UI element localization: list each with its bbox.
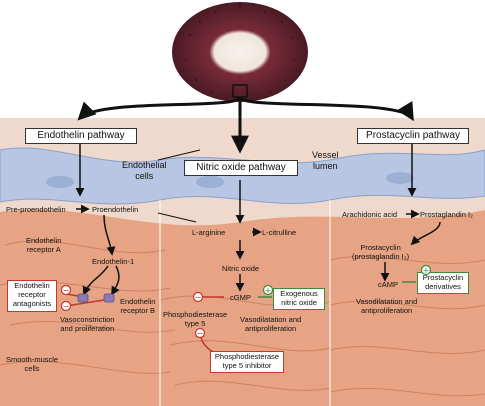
endothelin-receptor-b-label: Endothelin receptor B [120,297,156,315]
l-arginine-label: L-arginine [192,228,226,237]
prostacyclin-pathway-title: Prostacyclin pathway [357,128,469,144]
endothelial-cells-label: Endothelial cells [122,160,167,181]
arrow-et1-to-receptor-b [111,265,120,296]
proendothelin-label: Proendothelin [92,205,139,214]
exogenous-nitric-oxide-box: Exogenous nitric oxide [273,288,325,310]
arrow-et1-to-receptor-a [82,265,109,296]
pre-proendothelin-label: Pre-proendothelin [6,205,66,214]
vessel-cross-section [172,2,308,102]
pde5-label: Phosphodiesterase type 5 [163,310,228,328]
inhibit-line-antagonist-b [65,299,105,307]
camp-label: cAMP [378,280,399,289]
nitric-oxide-label: Nitric oxide [222,264,260,273]
pointer-endothelial-cells [157,212,197,223]
endothelin-receptor-a-label: Endothelin receptor A [26,236,62,254]
smooth-muscle-layer [0,209,485,406]
receptor-a-shape [77,293,89,303]
vasodilatation-pc-label: Vasodilatation and antiproliferation [356,297,418,315]
smooth-muscle-cell-outlines [0,240,485,397]
vasoconstriction-label: Vasoconstriction and proliferation [60,315,115,333]
smooth-muscle-cells-label: Smooth-muscle cells [6,355,59,373]
arachidonic-acid-label: Arachidonic acid [342,210,398,219]
branch-arrow-prostacyclin [238,95,414,122]
branch-arrow-endothelin [77,95,242,121]
l-citrulline-label: L-citrulline [262,228,297,237]
endothelial-nucleus [46,176,74,188]
receptor-b-shape [103,293,115,303]
cgmp-label: cGMP [230,293,251,302]
arrow-to-prostacyclin [410,221,441,246]
nitric-oxide-pathway-title: Nitric oxide pathway [184,160,298,176]
endothelial-nucleus [196,176,224,188]
endothelial-nucleus [386,172,414,184]
prostacyclin-derivatives-box: Prostacyclin derivatives [417,272,469,294]
vasodilatation-no-label: Vasodilatation and antiproliferation [240,315,302,333]
pointer-endothelial-cells-top [157,149,201,161]
endothelin-pathway-title: Endothelin pathway [25,128,137,144]
pde5-inhibitor-box: Phosphodiesterase type 5 inhibitor [210,351,284,373]
vessel-wall-texture [184,4,296,100]
prostaglandin-label: Prostaglandin I₂ [420,210,473,219]
endothelin-1-label: Endothelin-1 [92,257,135,266]
vessel-lumen-label: Vessel lumen [312,150,339,171]
arrow-to-endothelin-1 [103,214,116,256]
prostacyclin-label: Prostacyclin (prostaglandin I₂) [352,243,410,261]
endothelin-receptor-antagonists-box: Endothelin receptor antagonists [7,280,57,312]
